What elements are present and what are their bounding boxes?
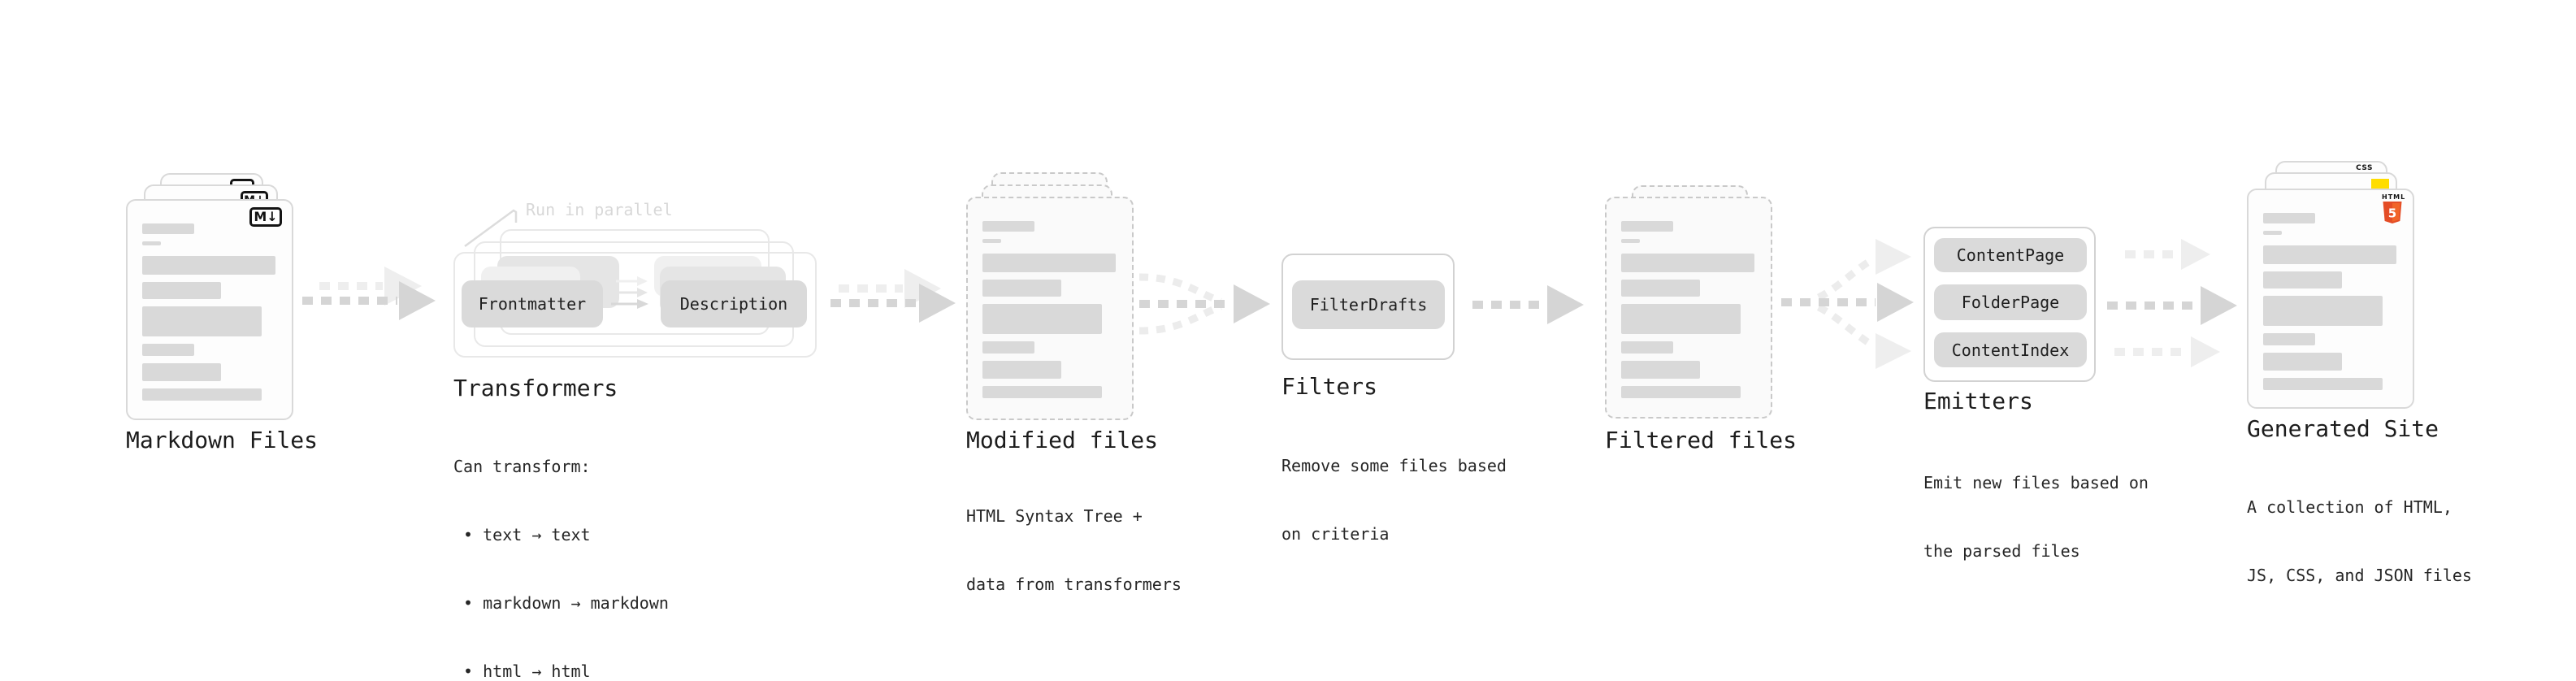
caption-line: JS, CSS, and JSON files xyxy=(2247,566,2472,585)
caption-line: • text → text xyxy=(453,525,591,544)
skeleton-bar xyxy=(2263,231,2282,235)
contentindex-pill: ContentIndex xyxy=(1934,332,2087,367)
js-icon xyxy=(2371,179,2389,189)
transformer-frame-front xyxy=(453,252,817,358)
document-skeleton xyxy=(2263,213,2396,390)
skeleton-bar xyxy=(2263,378,2383,390)
description-pill: Description xyxy=(661,280,807,327)
contentpage-pill: ContentPage xyxy=(1934,238,2087,272)
markdown-icon: M↓ xyxy=(249,207,282,227)
caption-line: Can transform: xyxy=(453,457,591,476)
skeleton-bar xyxy=(1621,361,1700,379)
caption-line: Remove some files based xyxy=(1281,456,1507,475)
skeleton-bar xyxy=(142,282,221,299)
skeleton-bar xyxy=(982,304,1102,334)
skeleton-bar xyxy=(2263,296,2383,326)
modified-files-caption: HTML Syntax Tree + data from transformer… xyxy=(966,459,1182,641)
skeleton-bar xyxy=(142,388,262,401)
file-card-front: M↓ xyxy=(126,199,293,420)
skeleton-bar xyxy=(2263,271,2342,288)
generated-site-title: Generated Site xyxy=(2247,415,2439,442)
markdown-files-title: Markdown Files xyxy=(126,427,319,453)
file-card-front: HTML 5 xyxy=(2247,189,2414,409)
caption-line: on criteria xyxy=(1281,524,1390,544)
filters-title: Filters xyxy=(1281,373,1378,400)
skeleton-bar xyxy=(982,239,1001,243)
arrow-emitters-to-generated xyxy=(2107,239,2237,367)
caption-line: data from transformers xyxy=(966,575,1182,594)
folderpage-pill: FolderPage xyxy=(1934,284,2087,320)
caption-line: Emit new files based on xyxy=(1923,473,2149,492)
emitters-title: Emitters xyxy=(1923,388,2033,414)
html5-shield: 5 xyxy=(2383,202,2402,223)
arrow-modified-to-filters xyxy=(1138,273,1270,335)
document-skeleton xyxy=(142,223,275,401)
filters-caption: Remove some files based on criteria xyxy=(1281,409,1507,591)
generated-site-caption: A collection of HTML, JS, CSS, and JSON … xyxy=(2247,450,2472,632)
skeleton-bar xyxy=(1621,386,1741,398)
caption-line: HTML Syntax Tree + xyxy=(966,506,1143,526)
caption-line: • markdown → markdown xyxy=(453,593,669,613)
filtered-files-title: Filtered files xyxy=(1605,427,1798,453)
emitters-caption: Emit new files based on the parsed files xyxy=(1923,426,2149,608)
transformers-caption: Can transform: • text → text • markdown … xyxy=(453,410,669,681)
html5-icon: HTML 5 xyxy=(2382,193,2406,228)
run-in-parallel-note: Run in parallel xyxy=(526,200,673,219)
caption-line: • html → html xyxy=(453,661,591,681)
skeleton-bar xyxy=(142,306,262,336)
document-skeleton xyxy=(1621,221,1754,398)
arrow-filters-to-filtered xyxy=(1472,285,1584,324)
skeleton-bar xyxy=(142,344,194,356)
caption-line: A collection of HTML, xyxy=(2247,497,2452,517)
modified-files-title: Modified files xyxy=(966,427,1159,453)
skeleton-bar xyxy=(982,341,1034,354)
skeleton-bar xyxy=(1621,239,1640,243)
skeleton-bar xyxy=(142,241,161,245)
svg-text:5: 5 xyxy=(2388,206,2396,221)
skeleton-bar xyxy=(982,386,1102,398)
skeleton-bar xyxy=(142,363,221,381)
skeleton-bar xyxy=(1621,304,1741,334)
arrow-filtered-to-emitters xyxy=(1781,239,1914,369)
caption-line: the parsed files xyxy=(1923,541,2080,561)
arrow-markdown-to-transformers xyxy=(302,267,436,320)
arrow-transformers-to-modified xyxy=(830,269,956,323)
file-card-front xyxy=(1605,197,1772,419)
skeleton-bar xyxy=(142,223,194,234)
skeleton-bar xyxy=(2263,245,2396,264)
skeleton-bar xyxy=(1621,280,1700,297)
filterdrafts-pill: FilterDrafts xyxy=(1292,280,1445,329)
skeleton-bar xyxy=(2263,353,2342,371)
skeleton-bar xyxy=(1621,254,1754,272)
skeleton-bar xyxy=(982,361,1061,379)
frontmatter-pill: Frontmatter xyxy=(462,280,603,327)
skeleton-bar xyxy=(1621,221,1673,232)
skeleton-bar xyxy=(982,280,1061,297)
skeleton-bar xyxy=(2263,213,2315,223)
skeleton-bar xyxy=(982,221,1034,232)
document-skeleton xyxy=(982,221,1116,398)
file-card-front xyxy=(966,197,1134,420)
skeleton-bar xyxy=(982,254,1116,272)
skeleton-bar xyxy=(1621,341,1673,354)
transformers-title: Transformers xyxy=(453,375,618,401)
skeleton-bar xyxy=(2263,333,2315,345)
skeleton-bar xyxy=(142,256,275,275)
html5-icon-label: HTML xyxy=(2382,193,2406,201)
